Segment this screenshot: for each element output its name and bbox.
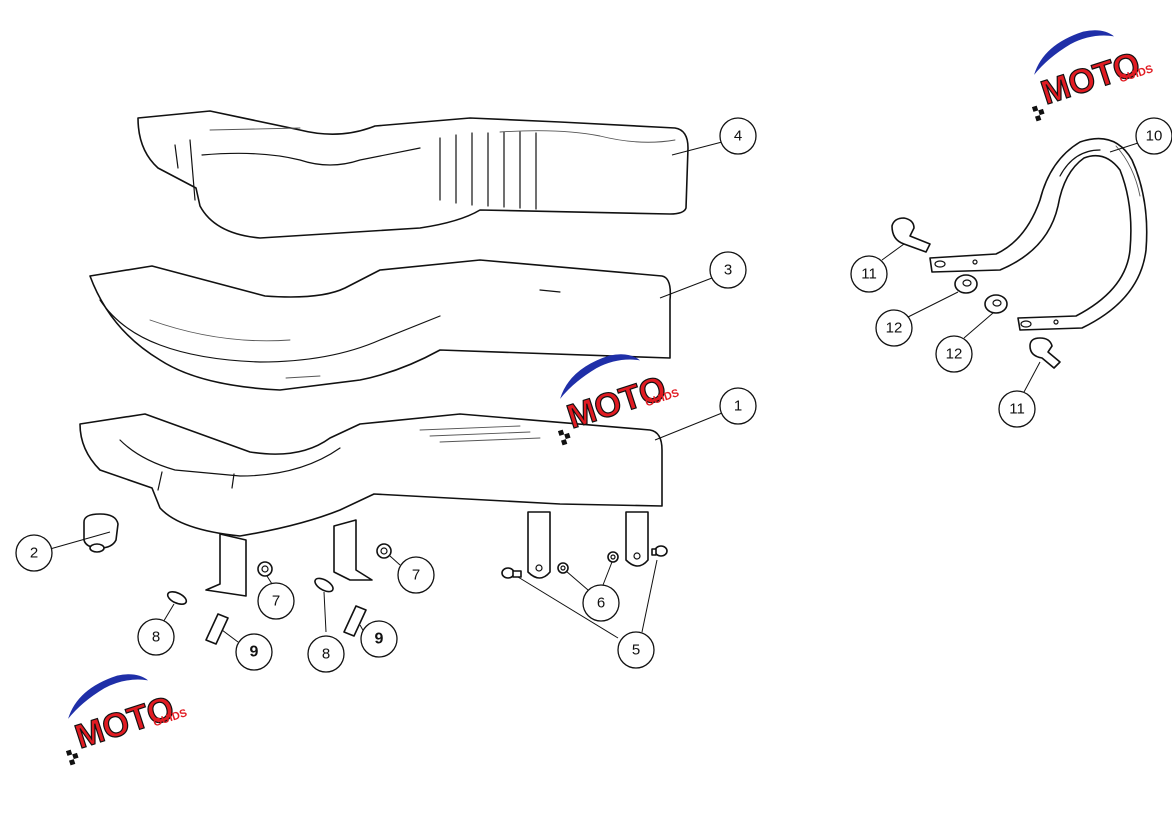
- callout: 7: [257, 582, 295, 620]
- rail-bolt-part: [891, 217, 1061, 369]
- grab-rail-part: [929, 137, 1148, 331]
- nut-part: [257, 543, 392, 577]
- callout-label: 10: [1146, 128, 1163, 145]
- callout-label: 11: [1009, 401, 1025, 418]
- callout-circle: [617, 631, 655, 669]
- callout: 8: [307, 635, 345, 673]
- callout-label: 8: [322, 646, 330, 663]
- leader-lines: [49, 141, 1139, 643]
- callout-circle: [875, 309, 913, 347]
- callout-circle: [15, 534, 53, 572]
- callout-label: 7: [272, 593, 280, 610]
- bolt-part: [501, 545, 668, 579]
- callout: 10: [1135, 117, 1172, 155]
- callout-circle: [360, 620, 398, 658]
- callout-label: 1: [734, 398, 742, 415]
- seat-base-part: [79, 413, 663, 597]
- washer-part: [166, 577, 334, 605]
- callout: 11: [850, 255, 888, 293]
- callout-circle: [235, 633, 273, 671]
- callout-label: 4: [734, 128, 742, 145]
- callout: 3: [709, 251, 747, 289]
- callout-circle: [397, 556, 435, 594]
- callout: 4: [719, 117, 757, 155]
- callout-circle: [257, 582, 295, 620]
- callout-label: 9: [250, 644, 259, 661]
- callout-label: 12: [886, 320, 903, 337]
- callout-label: 2: [30, 545, 38, 562]
- callout-circle: [307, 635, 345, 673]
- callout-label: 11: [861, 266, 877, 283]
- callout: 9: [360, 620, 398, 658]
- rail-nut-part: [954, 274, 1008, 314]
- callout-circle: [1135, 117, 1172, 155]
- callout-label: 8: [152, 629, 160, 646]
- seat-cover-part: [137, 110, 689, 239]
- callout-label: 7: [412, 567, 420, 584]
- callout: 12: [935, 335, 973, 373]
- callout-label: 5: [632, 642, 640, 659]
- callout-circle: [582, 584, 620, 622]
- callout-circle: [850, 255, 888, 293]
- callout-label: 6: [597, 595, 605, 612]
- callout-circle: [137, 618, 175, 656]
- callout-label: 12: [946, 346, 963, 363]
- callout-circle: [719, 117, 757, 155]
- callout: 12: [875, 309, 913, 347]
- callout-circle: [719, 387, 757, 425]
- callout: 7: [397, 556, 435, 594]
- seat-foam-part: [89, 259, 672, 391]
- callout: 8: [137, 618, 175, 656]
- watermark-logo: MOTO GUIDS: [1031, 30, 1155, 122]
- callout-circle: [935, 335, 973, 373]
- callout: 6: [582, 584, 620, 622]
- callout: 5: [617, 631, 655, 669]
- callout-circle: [998, 390, 1036, 428]
- callout-circle: [709, 251, 747, 289]
- spacer-part: [205, 605, 367, 645]
- rubber-buffer-part: [83, 513, 119, 553]
- callout: 11: [998, 390, 1036, 428]
- watermark-logo: MOTO GUIDS: [65, 674, 189, 766]
- callout: 1: [719, 387, 757, 425]
- callout: 2: [15, 534, 53, 572]
- callout-label: 3: [724, 262, 732, 279]
- callout: 9: [235, 633, 273, 671]
- callout-label: 9: [375, 631, 384, 648]
